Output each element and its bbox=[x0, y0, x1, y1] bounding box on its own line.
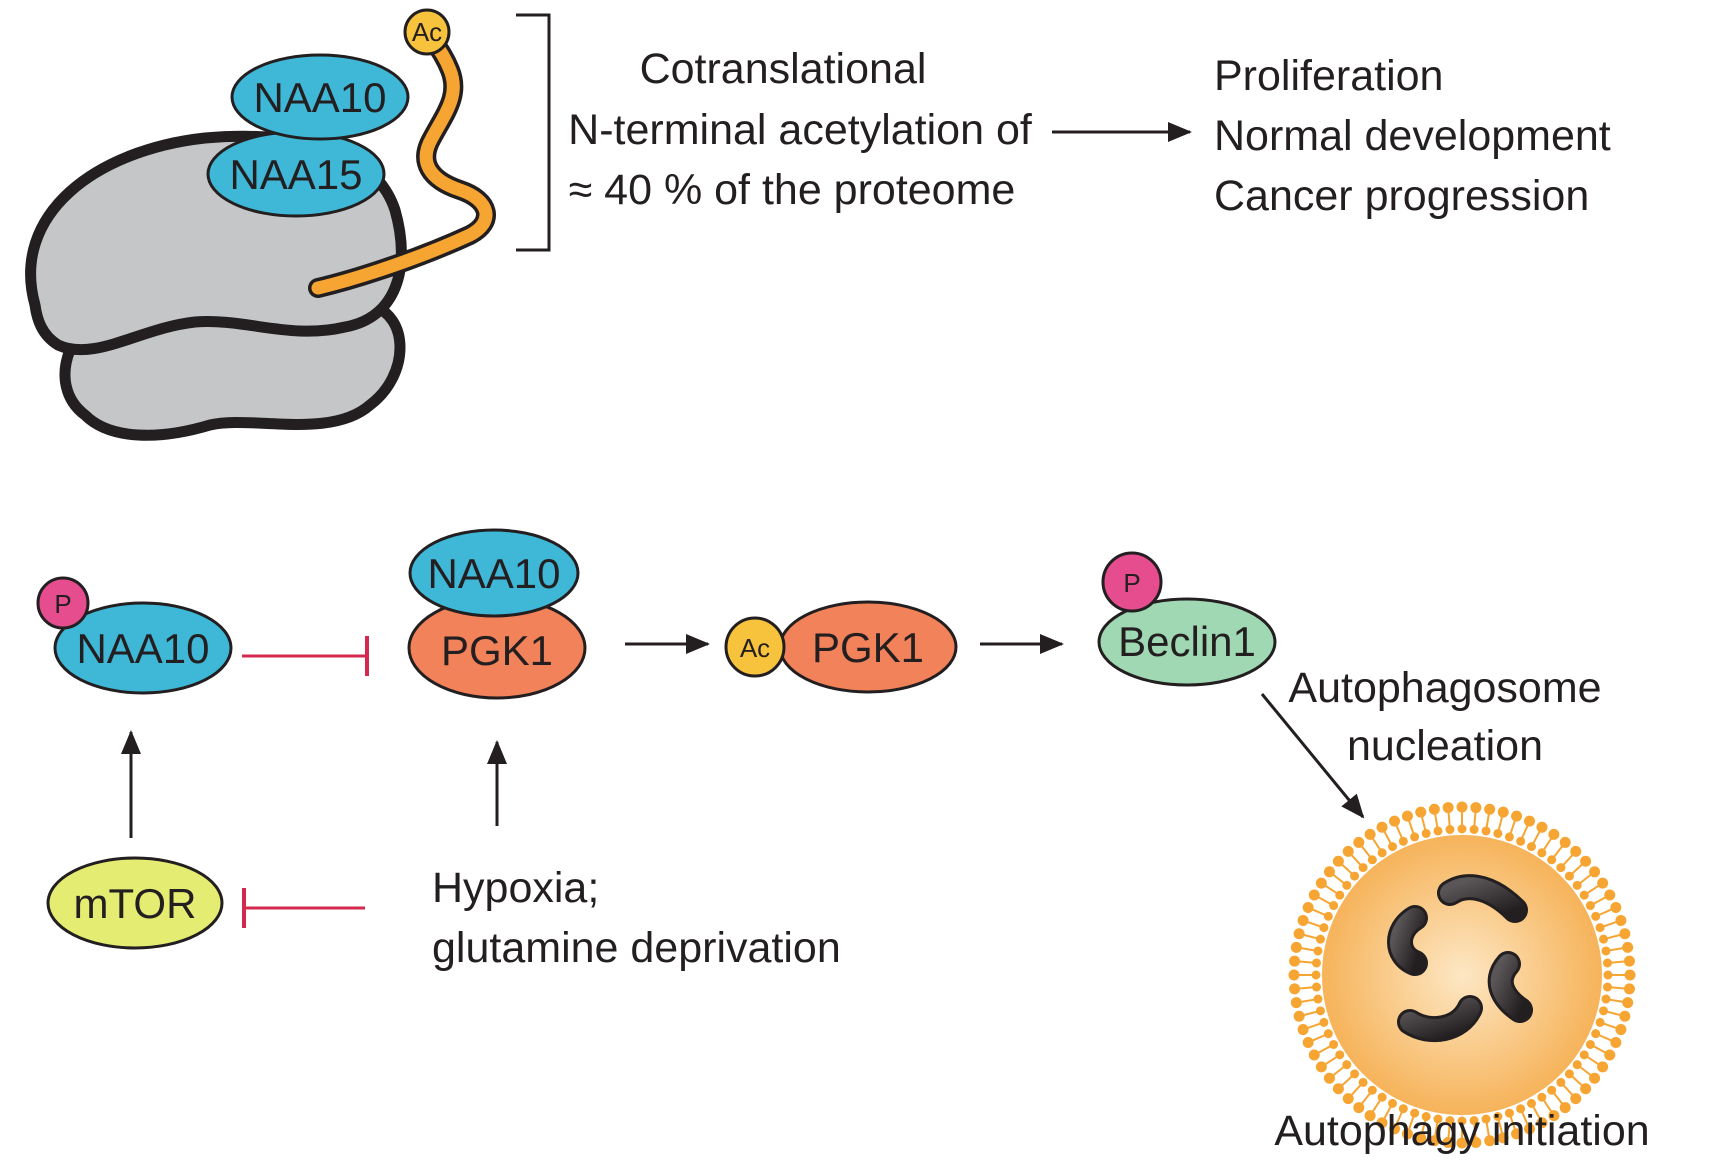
phospho-group-beclin1 bbox=[1101, 551, 1163, 613]
nucleation-line2: nucleation bbox=[1347, 722, 1543, 770]
outcome-cancer-progression: Cancer progression bbox=[1214, 172, 1589, 220]
naa10-complex-ellipse bbox=[408, 528, 580, 618]
cotranslational-text: Cotranslational N-terminal acetylation o… bbox=[568, 45, 1033, 214]
ribosome: Ac NAA15 NAA10 bbox=[25, 8, 496, 441]
lipid-bilayer bbox=[1288, 801, 1636, 1149]
naa10-phospho-ellipse bbox=[53, 601, 233, 695]
mtor-label: mTOR bbox=[74, 880, 197, 927]
pgk1-acetyl-label: PGK1 bbox=[812, 624, 924, 671]
naa15-label: NAA15 bbox=[229, 151, 362, 198]
phospho-label-naa10: P bbox=[54, 589, 71, 619]
naa10-phospho-label: NAA10 bbox=[76, 625, 209, 672]
ribosome-bracket bbox=[516, 13, 551, 252]
outcome-proliferation: Proliferation bbox=[1214, 52, 1443, 100]
mtor-ellipse bbox=[46, 856, 224, 950]
outcome-normal-development: Normal development bbox=[1214, 112, 1611, 160]
phospho-naa10: NAA10 P bbox=[36, 576, 233, 695]
beclin1-label: Beclin1 bbox=[1118, 618, 1256, 665]
acetyl-group-ribosome bbox=[403, 8, 451, 56]
acetyl-label-pgk1: Ac bbox=[740, 633, 770, 663]
naa10-pgk1-complex: PGK1 NAA10 bbox=[407, 528, 587, 700]
cotranslational-line1: Cotranslational bbox=[640, 45, 927, 93]
outcomes-list: Proliferation Normal development Cancer … bbox=[1214, 52, 1611, 220]
nascent-polypeptide-fill bbox=[311, 25, 493, 295]
autophagosome-lumen bbox=[1322, 835, 1602, 1115]
acetyl-label-ribosome: Ac bbox=[412, 17, 442, 47]
beclin1-ellipse bbox=[1097, 597, 1277, 687]
phospho-group-naa10 bbox=[36, 576, 90, 630]
stress-line1: Hypoxia; bbox=[432, 864, 599, 912]
naa10-ribosome-ellipse bbox=[230, 53, 410, 141]
acetyl-pgk1: PGK1 Ac bbox=[724, 600, 958, 694]
cotranslational-line3: ≈ 40 % of the proteome bbox=[569, 166, 1016, 214]
cotranslational-line2: N-terminal acetylation of bbox=[568, 106, 1033, 154]
stress-line2: glutamine deprivation bbox=[432, 924, 841, 972]
pgk1-complex-label: PGK1 bbox=[441, 627, 553, 674]
naa10-ribosome-label: NAA10 bbox=[253, 74, 386, 121]
acetyl-group-pgk1 bbox=[724, 616, 786, 678]
inhibition-naa10-pgk1 bbox=[242, 636, 369, 676]
phospho-beclin1: Beclin1 P bbox=[1097, 551, 1277, 687]
nucleation-line1: Autophagosome bbox=[1288, 664, 1601, 712]
autophagy-initiation-label: Autophagy initiation bbox=[1274, 1107, 1649, 1155]
mtor-node: mTOR bbox=[46, 856, 224, 950]
phospho-label-beclin1: P bbox=[1123, 568, 1140, 598]
naa10-complex-label: NAA10 bbox=[427, 550, 560, 597]
arrow-to-autophagosome bbox=[1260, 693, 1365, 819]
autophagosome bbox=[1288, 801, 1636, 1149]
inhibition-stress-mtor bbox=[242, 888, 365, 928]
